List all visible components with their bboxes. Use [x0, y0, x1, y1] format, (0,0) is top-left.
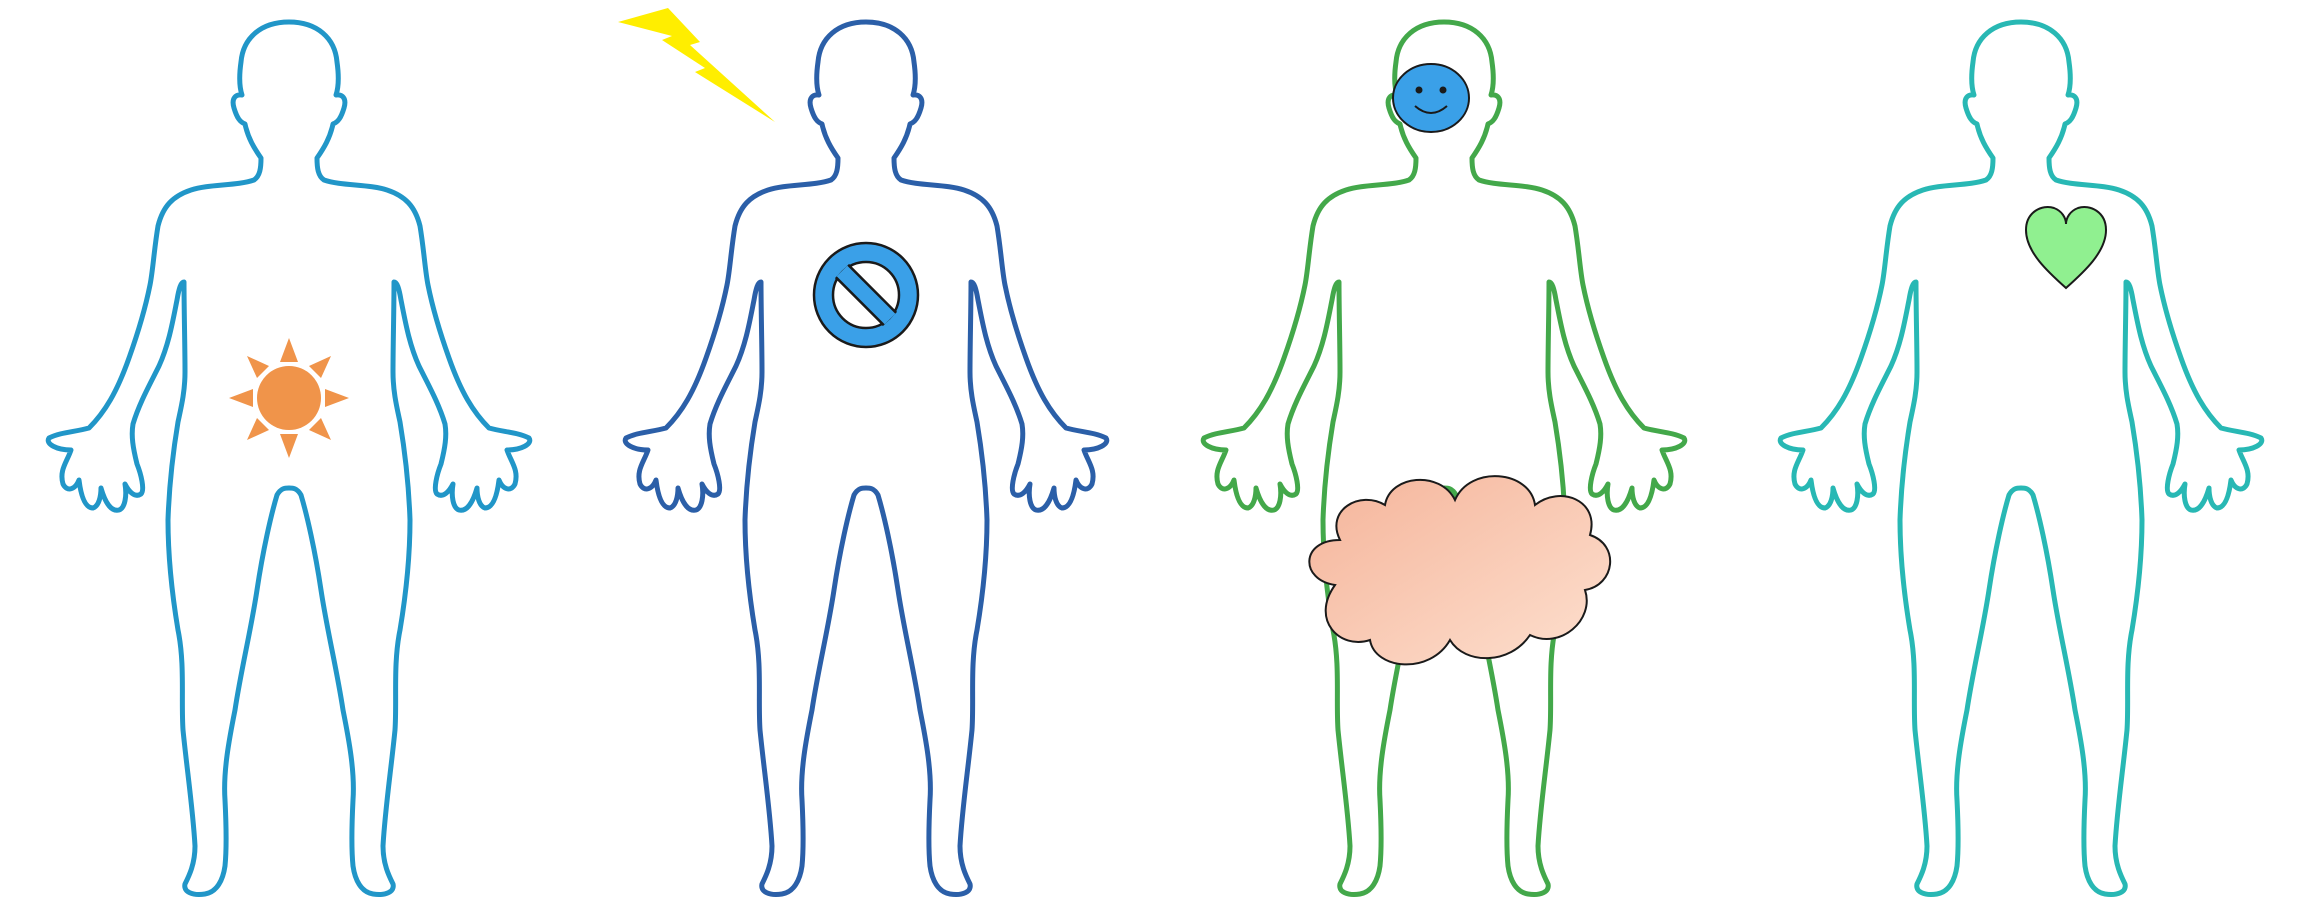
- smiley-face-icon: [1393, 64, 1469, 132]
- prohibited-icon: [814, 243, 918, 347]
- figure-1: [48, 22, 530, 895]
- figure-3: [1203, 22, 1685, 895]
- heart-icon: [2026, 207, 2106, 288]
- sun-icon: [229, 338, 349, 458]
- body-outline-4: [1780, 22, 2262, 895]
- lightning-bolt-icon: [618, 8, 775, 122]
- figure-2: [618, 8, 1107, 895]
- body-outline-1: [48, 22, 530, 895]
- body-outline-3: [1203, 22, 1685, 895]
- cloud-icon: [1309, 476, 1610, 664]
- body-outline-2: [625, 22, 1107, 895]
- figure-4: [1780, 22, 2262, 895]
